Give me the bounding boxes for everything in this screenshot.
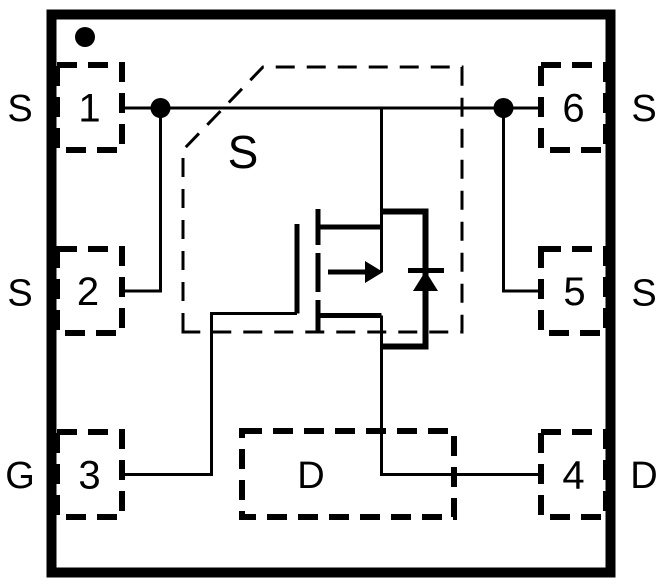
pin5-number: 5	[563, 270, 585, 314]
pin2-number: 2	[77, 270, 99, 314]
mosfet-body-arrow-head	[365, 261, 383, 283]
drain-pad-label: D	[297, 455, 324, 497]
pin2-wire	[122, 108, 162, 293]
pin6-number: 6	[562, 87, 584, 131]
pin6-function-label: S	[631, 88, 656, 130]
gate-wire	[122, 312, 297, 476]
pin1-function-label: S	[7, 88, 32, 130]
junction-dot-right	[493, 98, 514, 118]
source-region-label: S	[228, 126, 259, 178]
package-outline	[46, 9, 616, 578]
pin3-number: 3	[78, 454, 100, 498]
pin1-number: 1	[78, 87, 100, 131]
drain-wire	[380, 315, 541, 476]
junction-dot-left	[150, 98, 171, 118]
pin2-function-label: S	[7, 272, 32, 314]
pin5-wire	[502, 108, 541, 293]
pin3-function-label: G	[5, 455, 35, 497]
source-region-outline	[181, 65, 464, 334]
pin4-number: 4	[562, 454, 584, 498]
body-diode-anode-triangle	[413, 271, 438, 291]
pin1-indicator-dot	[75, 27, 95, 47]
pin4-function-label: D	[630, 455, 657, 497]
pin5-function-label: S	[631, 272, 656, 314]
body-diode-branch-wire	[381, 208, 429, 350]
